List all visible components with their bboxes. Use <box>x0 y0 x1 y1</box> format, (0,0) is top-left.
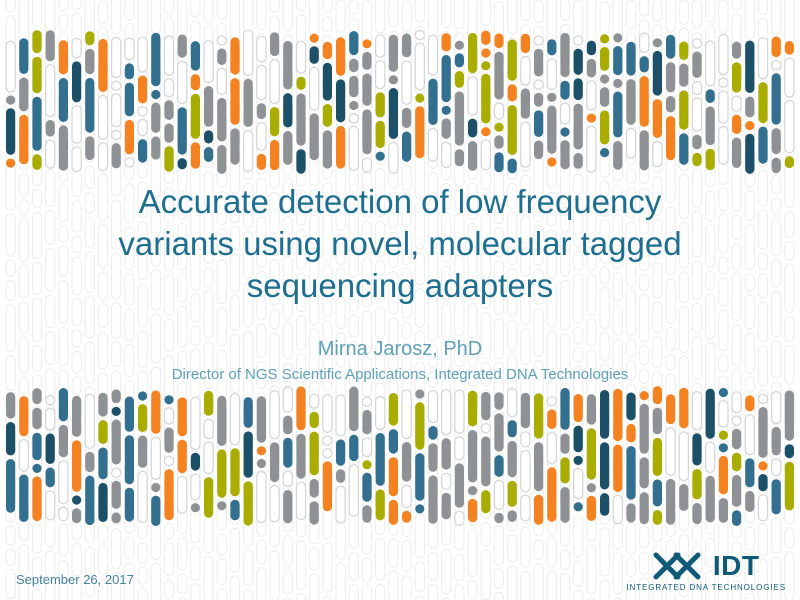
dna-pattern-top <box>5 29 795 174</box>
title-line-3: sequencing adapters <box>246 267 554 305</box>
author-role: Director of NGS Scientific Applications,… <box>171 366 629 383</box>
title-line-2: variants using novel, molecular tagged <box>118 225 682 263</box>
slide-title: Accurate detection of low frequency vari… <box>50 181 750 308</box>
author-name: Mirna Jarosz, PhD <box>317 338 483 360</box>
logo-text: IDT <box>712 550 760 581</box>
dna-helix-icon <box>653 552 701 580</box>
logo-caption: INTEGRATED DNA TECHNOLOGIES <box>626 583 786 592</box>
idt-logo: IDT INTEGRATED DNA TECHNOLOGIES <box>626 552 786 593</box>
slide-date: September 26, 2017 <box>16 572 134 587</box>
logo-mark-row: IDT <box>653 552 760 580</box>
dna-pattern-bottom <box>6 386 794 527</box>
title-line-1: Accurate detection of low frequency <box>138 183 662 220</box>
